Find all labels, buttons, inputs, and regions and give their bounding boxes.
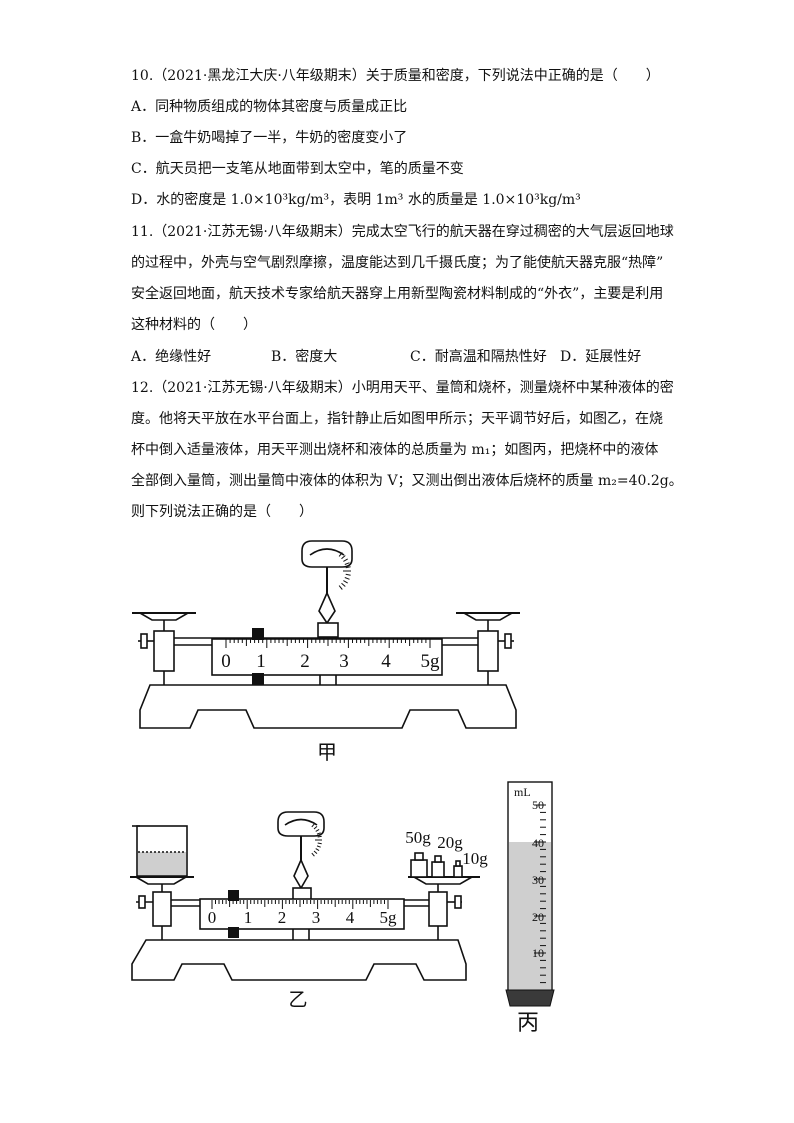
dial-tick — [311, 852, 315, 857]
q11-option-d: D．延展性好 — [560, 349, 642, 365]
cylinder-mark-40: 40 — [532, 836, 544, 850]
q11-option-a: A．绝缘性好 — [131, 349, 212, 365]
scale-label-0: 0 — [208, 908, 217, 927]
dial-tick — [317, 835, 322, 838]
dial-tick — [343, 558, 348, 562]
dial-tick — [345, 566, 351, 569]
scale-label-4: 4 — [381, 651, 391, 672]
figure-jia-balance: 0 1 2 3 4 5g 甲 — [132, 540, 520, 764]
q12-stem-line-3: 杯中倒入适量液体，用天平测出烧杯和液体的总质量为 m₁；如图丙，把烧杯中的液体 — [131, 442, 659, 458]
scale-label-1: 1 — [244, 908, 253, 927]
scale-label-1: 1 — [256, 651, 266, 672]
q10-option-c: C．航天员把一支笔从地面带到太空中，笔的质量不变 — [131, 161, 464, 177]
q11-stem-line-2: 的过程中，外壳与空气剧烈摩擦，温度能达到几千摄氏度；为了能使航天器克服“热障” — [131, 255, 664, 271]
rider-top-marker — [252, 628, 264, 640]
figure-yi-balance: 0 1 2 3 4 5g 50g 20g 10g 乙 — [130, 811, 488, 1011]
dial-tick — [313, 850, 318, 854]
dial-tick — [315, 848, 320, 852]
dial-tick — [345, 573, 351, 576]
dial-tick — [316, 845, 321, 848]
scale-label-2: 2 — [278, 908, 287, 927]
dial-tick — [338, 585, 343, 590]
cylinder-mark-50: 50 — [532, 798, 544, 812]
scale-label-2: 2 — [300, 651, 310, 672]
cylinder-mark-10: 10 — [532, 946, 544, 960]
dial-tick — [341, 582, 346, 587]
dial-tick — [317, 842, 322, 845]
weight-label-10g: 10g — [462, 849, 488, 868]
q11-option-c: C．耐高温和隔热性好 — [410, 349, 547, 365]
rider-bottom-marker — [228, 927, 239, 938]
figure-bing-cylinder: mL 50 40 30 20 10 丙 — [505, 781, 555, 1035]
q12-stem-line-1: 12.（2021·江苏无锡·八年级期末）小明用天平、量筒和烧杯，测量烧杯中某种液… — [131, 380, 674, 396]
dial-tick — [344, 562, 350, 565]
q12-stem-line-5: 则下列说法正确的是（ ） — [131, 504, 313, 520]
dial-tick — [341, 555, 346, 560]
dial-tick — [344, 577, 350, 580]
figure-caption-bing: 丙 — [517, 1010, 539, 1035]
q12-stem-line-2: 度。他将天平放在水平台面上，指针静止后如图甲所示；天平调节好后，如图乙，在烧 — [131, 411, 663, 427]
q10-option-a: A．同种物质组成的物体其密度与质量成正比 — [131, 99, 408, 115]
dial-tick — [313, 826, 318, 830]
q12-stem-line-4: 全部倒入量筒，测出量筒中液体的体积为 V；又测出倒出液体后烧杯的质量 m₂=40… — [131, 473, 683, 489]
rider-bottom-marker — [252, 673, 264, 685]
q10-option-d: D．水的密度是 1.0×10³kg/m³，表明 1m³ 水的质量是 1.0×10… — [131, 192, 581, 208]
scale-label-5g: 5g — [421, 651, 441, 672]
cylinder-unit-label: mL — [514, 785, 531, 799]
scale-label-3: 3 — [312, 908, 321, 927]
rider-top-marker — [228, 890, 239, 901]
scale-label-0: 0 — [221, 651, 231, 672]
scale-label-5g: 5g — [380, 908, 398, 927]
weight-label-20g: 20g — [437, 833, 463, 852]
q11-stem-line-3: 安全返回地面，航天技术专家给航天器穿上用新型陶瓷材料制成的“外衣”，主要是利用 — [131, 286, 664, 302]
dial-tick — [315, 828, 320, 832]
q11-stem-line-4: 这种材料的（ ） — [131, 317, 257, 333]
q11-stem-line-1: 11.（2021·江苏无锡·八年级期末）完成太空飞行的航天器在穿过稠密的大气层返… — [131, 224, 674, 240]
dial-tick — [343, 580, 348, 584]
q10-stem: 10.（2021·黑龙江大庆·八年级期末）关于质量和密度，下列说法中正确的是（ … — [131, 68, 660, 84]
weight-label-50g: 50g — [405, 828, 431, 847]
cylinder-mark-20: 20 — [532, 910, 544, 924]
scale-label-3: 3 — [339, 651, 349, 672]
cylinder-mark-30: 30 — [532, 873, 544, 887]
figure-caption-jia: 甲 — [317, 742, 337, 764]
dial-tick — [338, 552, 343, 557]
q10-option-b: B．一盒牛奶喝掉了一半，牛奶的密度变小了 — [131, 130, 408, 146]
q11-option-b: B．密度大 — [271, 349, 338, 365]
dial-tick — [316, 832, 321, 835]
dial-tick — [311, 823, 315, 828]
scale-label-4: 4 — [346, 908, 355, 927]
figure-caption-yi: 乙 — [288, 990, 307, 1011]
